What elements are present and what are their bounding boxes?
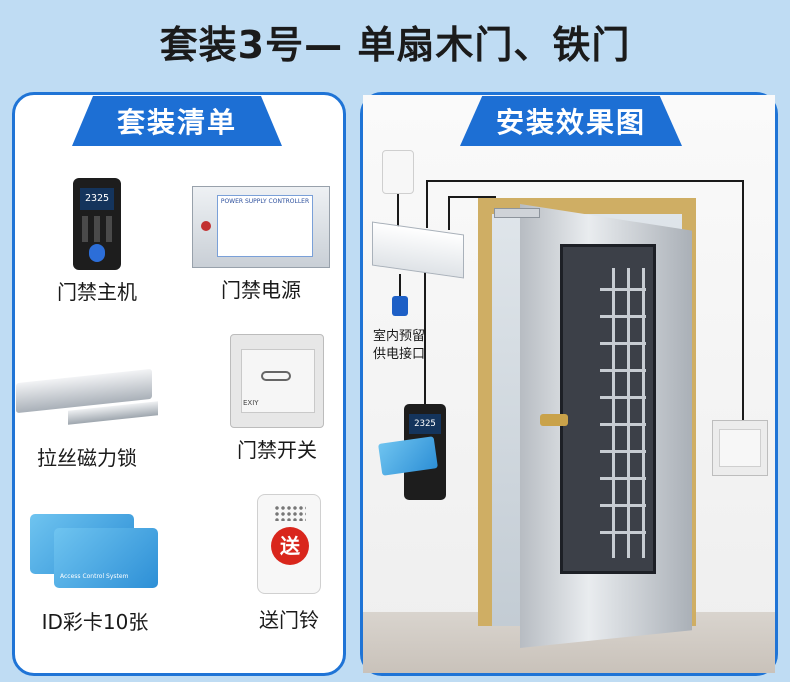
host-screen: 2325	[409, 414, 441, 434]
page-title: 套装3号— 单扇木门、铁门	[159, 23, 631, 67]
installation-tab: 安装效果图	[460, 96, 682, 146]
power-plug-icon	[392, 296, 408, 316]
item-label: 门禁电源	[221, 278, 301, 302]
installed-doorbell	[382, 150, 414, 194]
list-item-maglock: 拉丝磁力锁	[12, 368, 162, 471]
item-label: 拉丝磁力锁	[37, 446, 137, 470]
installed-exit-switch	[712, 420, 768, 476]
card-text: Access Control System	[60, 573, 129, 580]
access-host-image: 2325	[73, 178, 121, 270]
id-cards-image: Access Control System	[30, 514, 160, 590]
indicator-light-icon	[201, 221, 211, 231]
item-label: 门禁开关	[237, 438, 317, 462]
host-screen: 2325	[80, 188, 114, 210]
fingerprint-icon	[89, 244, 105, 262]
item-label: 送门铃	[259, 608, 319, 632]
keypad-icon	[82, 216, 112, 242]
key-icon	[261, 371, 291, 381]
list-item-exit-switch: EXIY 门禁开关	[202, 334, 352, 463]
power-supply-label: POWER SUPPLY CONTROLLER	[217, 195, 313, 257]
exit-switch-image: EXIY	[230, 334, 324, 428]
list-item-power-supply: POWER SUPPLY CONTROLLER 门禁电源	[186, 186, 336, 303]
list-item-doorbell: 送 送门铃	[214, 494, 364, 633]
power-supply-image: POWER SUPPLY CONTROLLER	[192, 186, 330, 268]
item-label: 门禁主机	[57, 280, 137, 304]
package-list-tab: 套装清单	[72, 96, 282, 146]
list-item-id-cards: Access Control System ID彩卡10张	[20, 514, 170, 635]
maglock-image	[12, 368, 162, 430]
door-handle-icon	[540, 414, 568, 426]
gift-badge: 送	[271, 527, 309, 565]
installed-maglock	[494, 208, 540, 218]
switch-text: EXIY	[243, 399, 259, 407]
item-label: ID彩卡10张	[41, 610, 149, 634]
power-interface-label: 室内预留 供电接口	[372, 329, 425, 362]
doorbell-image: 送	[257, 494, 321, 594]
door-grille	[600, 268, 646, 558]
list-item-access-host: 2325 门禁主机	[22, 178, 172, 305]
speaker-grill-icon	[274, 505, 306, 521]
